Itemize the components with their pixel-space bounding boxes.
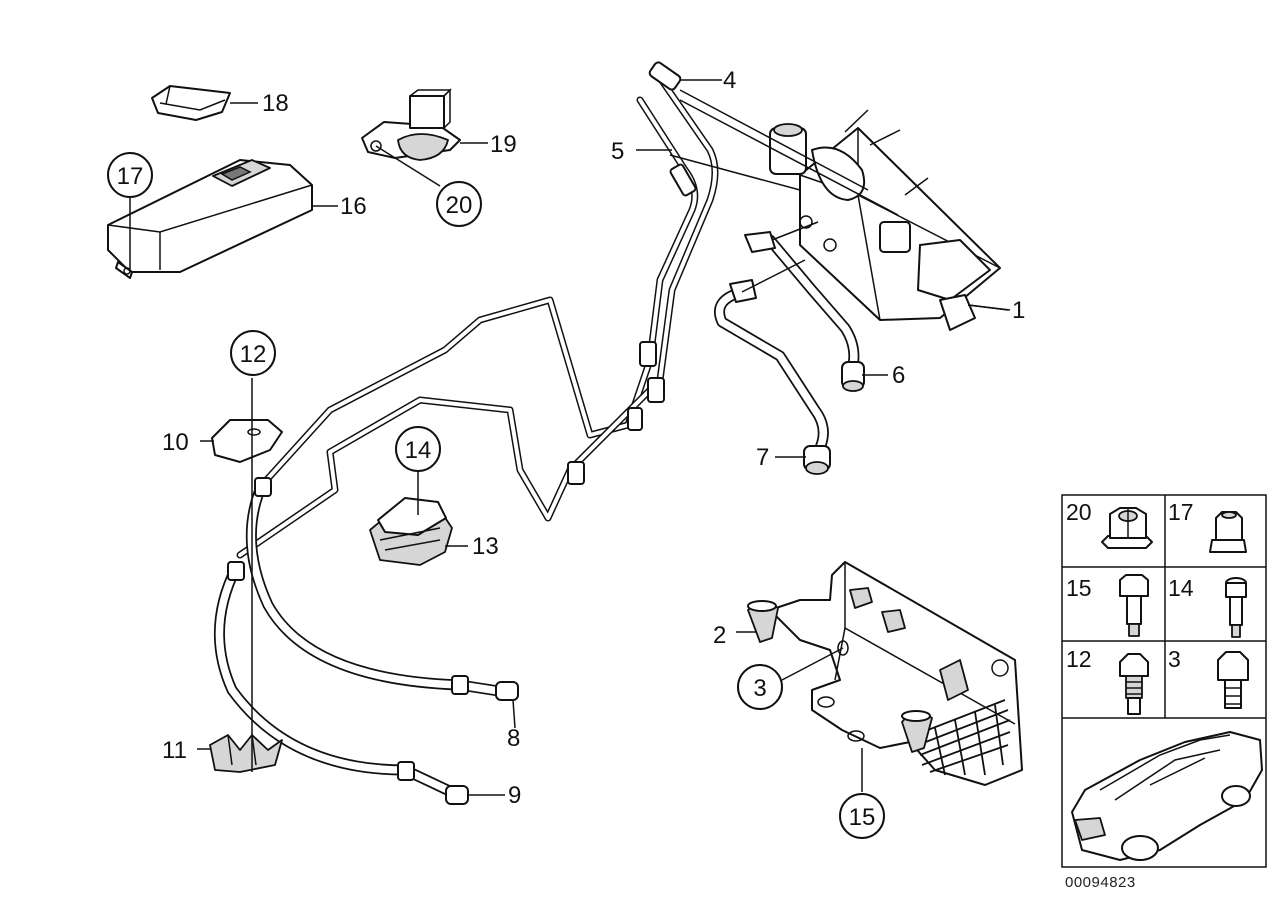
part-16-control-unit	[107, 159, 313, 279]
label-12: 12	[240, 341, 267, 368]
part-6-hose	[744, 231, 865, 392]
callout-15: 15	[839, 793, 885, 839]
vehicle-location-icon	[1071, 731, 1263, 861]
part-11-holder	[209, 734, 283, 773]
callout-3: 3	[737, 664, 783, 710]
bolt-icon	[1119, 574, 1149, 637]
part-5-pipe	[258, 96, 699, 489]
label-1: 1	[1012, 297, 1025, 324]
label-17: 17	[117, 163, 144, 190]
label-3: 3	[753, 675, 766, 702]
legend-label-14: 14	[1168, 575, 1194, 601]
part-19-sensor	[361, 88, 461, 161]
leader-lines	[129, 79, 1011, 796]
legend-label-12: 12	[1066, 646, 1092, 672]
bracket-grid	[914, 699, 1011, 776]
callout-12: 12	[230, 330, 276, 376]
hex-bolt-icon	[1217, 651, 1249, 709]
label-15: 15	[849, 804, 876, 831]
part-4-pipe	[236, 61, 719, 559]
label-20: 20	[446, 192, 473, 219]
label-19: 19	[490, 131, 517, 158]
label-16: 16	[340, 193, 367, 220]
label-6: 6	[892, 362, 905, 389]
legend-label-20: 20	[1066, 499, 1092, 525]
label-7: 7	[756, 444, 769, 471]
flange-nut-icon	[1101, 507, 1153, 549]
label-13: 13	[472, 533, 499, 560]
label-18: 18	[262, 90, 289, 117]
part-7-hose	[714, 279, 831, 475]
part-15-bracket	[769, 561, 1023, 786]
label-2: 2	[713, 622, 726, 649]
hardware-legend: 20 17 15 14 12 3	[1061, 494, 1267, 868]
part-13-damper	[369, 497, 453, 566]
label-14: 14	[405, 437, 432, 464]
label-10: 10	[162, 429, 189, 456]
flange-bolt-icon	[1119, 653, 1149, 715]
part-10-holder	[211, 419, 283, 463]
callout-20: 20	[436, 181, 482, 227]
legend-label-17: 17	[1168, 499, 1194, 525]
legend-label-3: 3	[1168, 646, 1181, 672]
reference-number: 00094823	[1065, 874, 1136, 891]
part-2-buffer-lower	[901, 710, 933, 753]
part-2-buffer	[747, 600, 779, 643]
callout-17: 17	[107, 152, 153, 198]
part-18-clip	[151, 85, 231, 121]
label-9: 9	[508, 782, 521, 809]
legend-label-15: 15	[1066, 575, 1092, 601]
label-5: 5	[611, 138, 624, 165]
part-1-valve-block	[769, 109, 1009, 331]
callout-14: 14	[395, 426, 441, 472]
label-8: 8	[507, 725, 520, 752]
label-4: 4	[723, 67, 736, 94]
hex-nut-icon	[1209, 511, 1247, 553]
part-9-hose	[214, 561, 469, 805]
part-8-hose	[245, 477, 519, 701]
socket-bolt-icon	[1225, 577, 1247, 638]
label-11: 11	[162, 737, 187, 764]
